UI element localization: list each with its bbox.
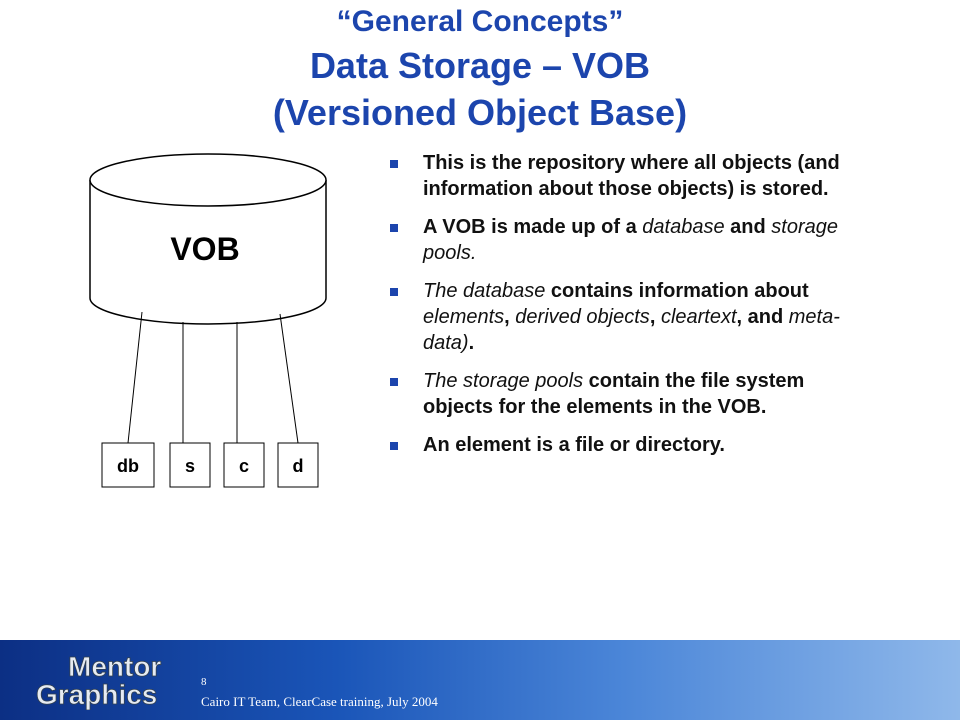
bullet-text: This is the repository where all objects…: [423, 152, 840, 200]
slide-title: “General Concepts” Data Storage – VOB (V…: [0, 2, 960, 136]
bullet-item: The storage pools contain the file syste…: [387, 368, 877, 420]
title-line-2: Data Storage – VOB: [309, 45, 651, 86]
bullet-italic-text: database: [642, 216, 725, 238]
bullet-marker: [390, 442, 398, 450]
bullet-italic-text: The storage pools: [423, 370, 584, 392]
bullet-italic-text: storage pools.: [423, 216, 838, 264]
storage-box-c-label: c: [239, 456, 249, 476]
bullet-italic-text: The database: [423, 280, 546, 302]
bullet-text: and: [724, 216, 772, 238]
bullet-marker: [390, 378, 398, 386]
bullet-item: This is the repository where all objects…: [387, 150, 877, 202]
vob-label: VOB: [170, 231, 239, 267]
connector-lines: [127, 311, 299, 444]
bullet-italic-text: derived objects: [515, 306, 650, 328]
bullet-text: contains information about: [545, 280, 809, 302]
footer-caption: Cairo IT Team, ClearCase training, July …: [201, 694, 438, 709]
bullet-marker: [390, 160, 398, 168]
bullet-item: An element is a file or directory.: [387, 432, 877, 458]
title-line-3: (Versioned Object Base): [272, 92, 688, 133]
bullet-italic-text: meta-data): [423, 306, 840, 354]
storage-box-s: s: [169, 442, 211, 488]
bullet-text: contain the file system objects for the …: [423, 370, 805, 418]
storage-box-s-label: s: [185, 456, 195, 476]
footer-bar: Mentor Graphics 8 Cairo IT Team, ClearCa…: [0, 640, 960, 720]
bullet-text: ,: [504, 306, 516, 328]
bullet-item: The database contains information about …: [387, 278, 877, 356]
bullet-text: A VOB is made up of a: [423, 216, 643, 238]
vob-diagram-svg: VOB db s c d: [89, 153, 327, 488]
svg-text:Graphics: Graphics: [36, 679, 157, 710]
page-number: 8: [201, 676, 207, 688]
storage-box-db-label: db: [117, 456, 139, 476]
bullet-text: , and: [736, 306, 789, 328]
vob-diagram: VOB db s c d: [60, 150, 360, 530]
footer-background: [0, 640, 960, 720]
bullet-marker: [390, 288, 398, 296]
storage-box-db: db: [101, 442, 155, 488]
title-line-1: “General Concepts”: [336, 5, 624, 38]
bullet-text: .: [468, 332, 475, 354]
storage-box-d: d: [277, 442, 319, 488]
bullet-italic-text: elements: [423, 306, 505, 328]
bullet-marker: [390, 224, 398, 232]
bullet-italic-text: cleartext: [660, 306, 737, 328]
storage-box-d-label: d: [293, 456, 304, 476]
bullet-text: An element is a file or directory.: [423, 434, 725, 456]
svg-text:Mentor: Mentor: [68, 651, 161, 682]
bullet-text: ,: [649, 306, 661, 328]
bullet-item: A VOB is made up of a database and stora…: [387, 214, 877, 266]
mentor-graphics-logo: Mentor Graphics: [36, 651, 162, 710]
vob-cylinder: [89, 153, 327, 325]
bullet-list: This is the repository where all objects…: [387, 150, 877, 470]
storage-box-c: c: [223, 442, 265, 488]
